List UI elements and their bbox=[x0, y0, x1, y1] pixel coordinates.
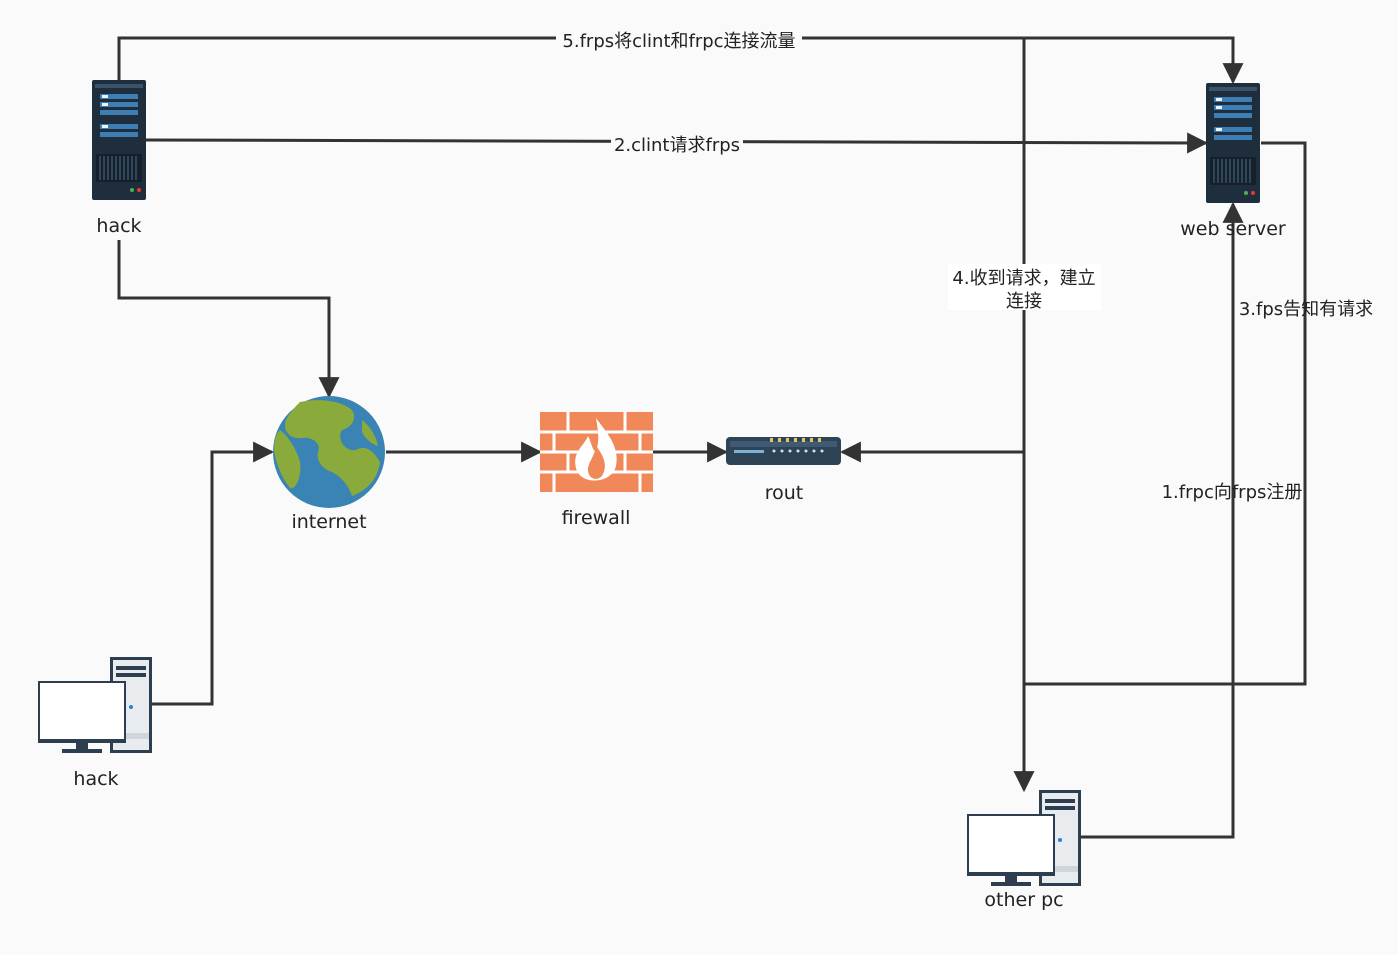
internet-label: internet bbox=[291, 511, 366, 533]
desktop-pc-icon bbox=[967, 790, 1081, 886]
svg-text:1.frpc向frps注册: 1.frpc向frps注册 bbox=[1162, 482, 1303, 503]
hack-pc-node[interactable]: hack bbox=[38, 657, 152, 790]
svg-text:连接: 连接 bbox=[1006, 291, 1042, 312]
other-pc-label: other pc bbox=[984, 889, 1063, 911]
edge-label-step1: 1.frpc向frps注册 bbox=[1162, 482, 1303, 503]
edge-label-step4: 4.收到请求，建立 连接 bbox=[948, 264, 1101, 312]
edge-otherpc-to-webserver-step1 bbox=[1081, 201, 1244, 839]
other-pc-node[interactable]: other pc bbox=[967, 790, 1081, 911]
edge-label-step5: 5.frps将clint和frpc连接流量 bbox=[556, 27, 802, 52]
firewall-label: firewall bbox=[562, 507, 631, 529]
edge-to-router-step4 bbox=[839, 38, 1026, 463]
server-icon bbox=[1205, 82, 1261, 204]
internet-node[interactable]: internet bbox=[273, 396, 385, 533]
edge-hack-to-internet bbox=[117, 240, 340, 399]
edge-webserver-to-otherpc-step3 bbox=[1024, 141, 1307, 686]
router-label: rout bbox=[765, 482, 804, 504]
hack-server-node[interactable]: hack bbox=[91, 79, 147, 237]
edge-label-step2: 2.clint请求frps bbox=[611, 131, 743, 156]
router-node[interactable]: rout bbox=[726, 437, 841, 504]
router-icon bbox=[726, 437, 841, 465]
web-server-label: web server bbox=[1180, 218, 1286, 240]
hack-pc-label: hack bbox=[73, 768, 118, 790]
hack-server-label: hack bbox=[96, 215, 141, 237]
firewall-node[interactable]: firewall bbox=[540, 412, 653, 529]
svg-text:4.收到请求，建立: 4.收到请求，建立 bbox=[952, 268, 1095, 289]
server-icon bbox=[91, 79, 147, 201]
svg-text:5.frps将clint和frpc连接流量: 5.frps将clint和frpc连接流量 bbox=[562, 31, 795, 52]
globe-icon bbox=[273, 396, 385, 508]
desktop-pc-icon bbox=[38, 657, 152, 753]
svg-text:2.clint请求frps: 2.clint请求frps bbox=[614, 135, 740, 156]
svg-text:3.fps告知有请求: 3.fps告知有请求 bbox=[1239, 299, 1373, 320]
firewall-icon bbox=[540, 412, 653, 492]
edge-label-step3: 3.fps告知有请求 bbox=[1239, 299, 1373, 320]
edge-hackpc-to-internet bbox=[152, 441, 275, 706]
web-server-node[interactable]: web server bbox=[1180, 82, 1286, 240]
